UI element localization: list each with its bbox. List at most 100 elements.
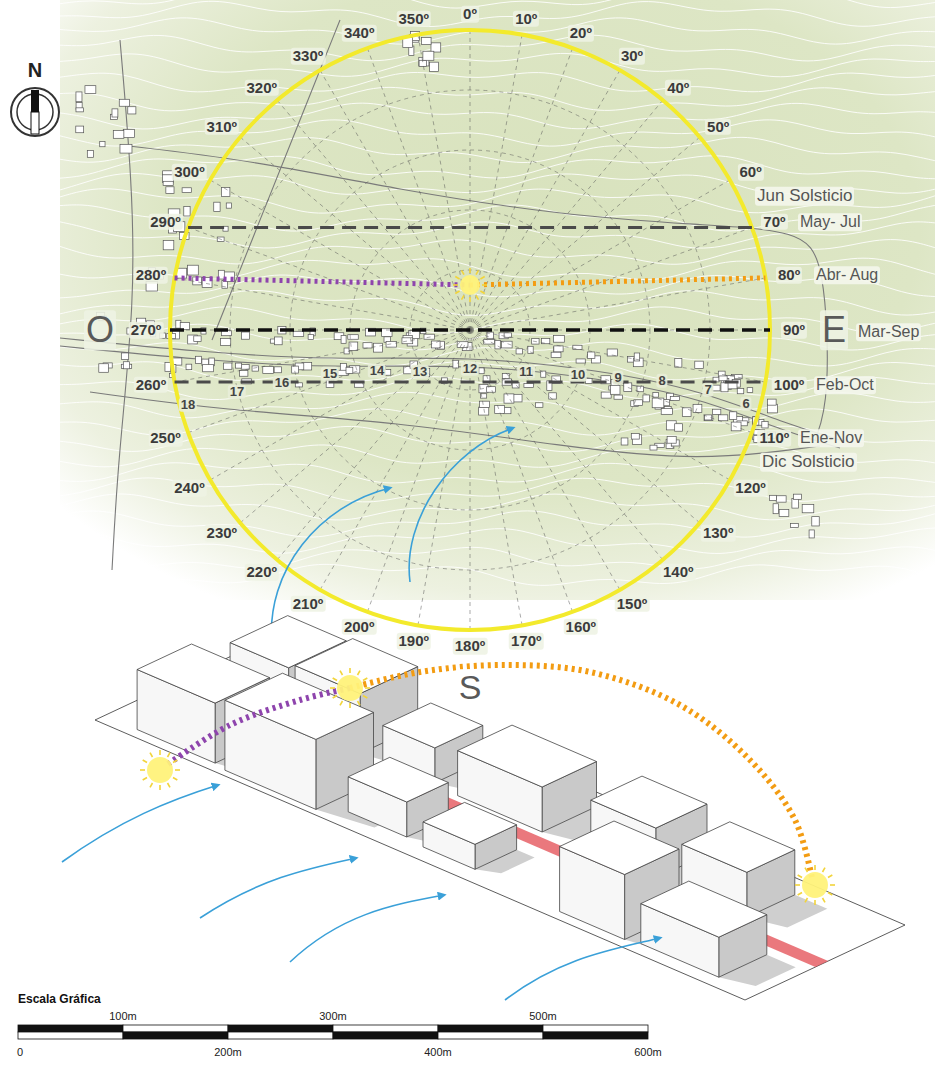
degree-label: 30º — [619, 48, 645, 65]
street-number: 7 — [702, 383, 713, 397]
building-footprint — [721, 383, 728, 392]
building-roof — [682, 822, 795, 873]
building-footprint — [652, 398, 664, 408]
azimuth-line — [470, 330, 620, 590]
scale-value: 100m — [109, 1010, 137, 1022]
azimuth-line — [188, 227, 470, 330]
building-footprint — [576, 359, 585, 363]
sun-ray — [476, 270, 479, 274]
scale-title: Escala Gráfica — [18, 993, 101, 1006]
building-footprint — [792, 499, 799, 509]
month-label: Mar-Sep — [856, 323, 921, 341]
sun-ray — [365, 687, 370, 689]
building-footprint — [549, 393, 557, 399]
building-footprint — [203, 365, 214, 372]
sun-ray — [333, 696, 337, 699]
sun-icon — [795, 865, 835, 905]
contour-line — [60, 511, 935, 537]
degree-label: 180º — [453, 638, 488, 655]
building-footprint — [773, 504, 778, 514]
north-label: N — [28, 59, 42, 81]
building-footprint — [236, 363, 242, 368]
scale-segment — [438, 1025, 543, 1032]
contour-line — [60, 0, 935, 8]
building-footprint — [128, 107, 136, 114]
building-footprint — [424, 334, 434, 339]
building-footprint — [524, 383, 533, 387]
degree-label: 160º — [564, 619, 599, 636]
contour-line — [60, 120, 935, 146]
degree-label: 0º — [461, 6, 479, 23]
building-footprint — [226, 203, 231, 208]
degree-label: 300º — [172, 164, 207, 181]
contour-line — [60, 528, 935, 554]
sun-ray — [823, 898, 826, 902]
building-footprint — [120, 144, 132, 153]
building-footprint — [184, 207, 190, 216]
sun-ray — [798, 875, 802, 878]
contour-line — [60, 35, 935, 61]
north-arrow — [11, 88, 59, 136]
street-strip — [185, 689, 828, 967]
scale-segment — [18, 1025, 123, 1032]
building-footprint — [767, 404, 777, 413]
building-footprint — [747, 388, 753, 393]
building-footprint — [495, 340, 500, 349]
building-roof — [348, 757, 448, 802]
sun-ray — [455, 277, 459, 280]
building-footprint — [263, 367, 274, 374]
sun-ray — [143, 778, 147, 781]
scale-value: 0 — [17, 1046, 23, 1058]
building-roof — [383, 703, 483, 748]
sun-ray — [469, 297, 471, 302]
sun-ray — [349, 668, 351, 673]
sun-path-afternoon — [470, 278, 765, 285]
building-roof — [423, 802, 517, 844]
sun-icon — [140, 750, 180, 790]
scale-value: 600m — [634, 1046, 662, 1058]
building-footprint — [601, 392, 611, 398]
contour-line — [60, 87, 935, 110]
building-masses — [137, 616, 795, 978]
building-footprint — [274, 367, 281, 373]
building-mass — [423, 802, 517, 869]
road-line — [120, 145, 827, 440]
month-label: Feb-Oct — [814, 376, 876, 394]
degree-label: 10º — [513, 11, 539, 28]
sun-ray — [330, 687, 335, 689]
azimuth-line — [240, 137, 470, 330]
building-footprint — [779, 510, 789, 517]
building-footprint — [504, 394, 514, 403]
sun-ray — [480, 277, 484, 280]
sun-ray — [333, 678, 337, 681]
scale-value: 500m — [529, 1010, 557, 1022]
building-footprint — [541, 371, 546, 377]
street-number: 12 — [461, 362, 479, 376]
degree-label: 120º — [733, 480, 768, 497]
street-number: 16 — [273, 376, 291, 390]
sun-ray — [828, 875, 832, 878]
sun-ray — [168, 753, 171, 757]
building-footprint — [186, 364, 192, 370]
sun-ray — [340, 671, 343, 675]
building-footprint — [661, 409, 672, 415]
degree-label: 150º — [615, 595, 650, 612]
building-footprint — [621, 438, 628, 445]
building-footprint — [802, 504, 814, 512]
azimuth-line — [470, 180, 730, 330]
sun-ray — [476, 295, 479, 299]
building-footprint — [516, 349, 522, 354]
building-footprint — [453, 360, 458, 368]
building-footprint — [768, 399, 777, 405]
street-number: 13 — [411, 365, 429, 379]
building-footprint — [241, 365, 249, 370]
wind-arrow — [62, 785, 218, 862]
degree-label: 130º — [701, 525, 736, 542]
building-footprint — [614, 395, 622, 399]
degree-label: 210º — [291, 595, 326, 612]
contour-line — [60, 392, 935, 418]
building-footprint — [551, 352, 561, 357]
contour-line — [60, 547, 935, 569]
building-footprint — [670, 396, 679, 400]
azimuth-line — [175, 278, 470, 330]
